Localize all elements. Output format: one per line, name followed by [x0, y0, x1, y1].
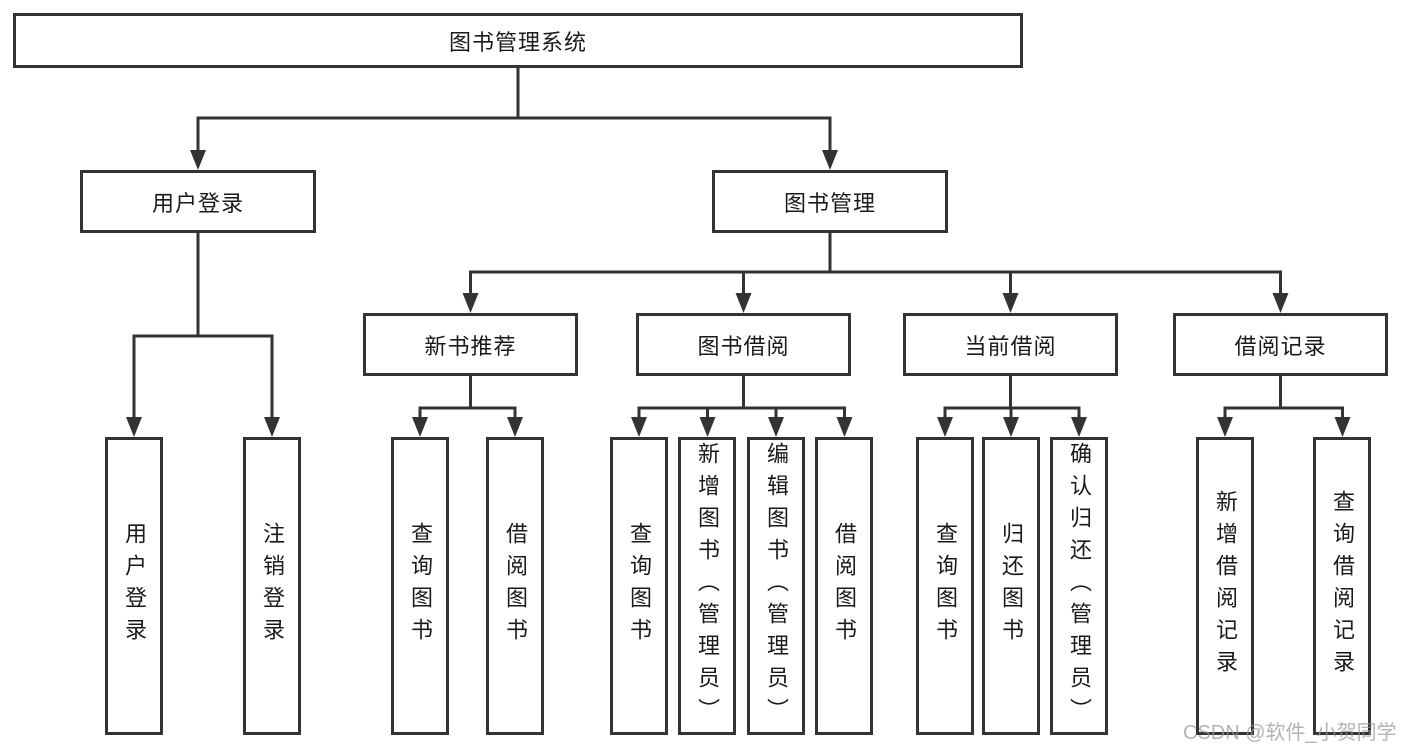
leaf-current-confirm-return-admin: 确认归还（管理员） — [1050, 437, 1108, 735]
leaf-records-add-record: 新增借阅记录 — [1196, 437, 1254, 735]
node-book-management: 图书管理 — [712, 170, 948, 233]
arrowheads — [126, 150, 1351, 437]
leaf-borrowing-edit-books-admin: 编辑图书（管理员） — [747, 437, 805, 735]
leaf-user-login: 用户登录 — [105, 437, 163, 735]
node-library-management-system: 图书管理系统 — [13, 13, 1023, 68]
leaf-newbook-borrow-books: 借阅图书 — [486, 437, 544, 735]
leaf-newbook-query-books: 查询图书 — [391, 437, 449, 735]
node-borrowing-records: 借阅记录 — [1173, 313, 1388, 376]
node-user-login: 用户登录 — [80, 170, 316, 233]
node-current-borrowing: 当前借阅 — [903, 313, 1118, 376]
leaf-records-query-record: 查询借阅记录 — [1313, 437, 1371, 735]
leaf-borrowing-add-books-admin: 新增图书（管理员） — [678, 437, 736, 735]
leaf-logout: 注销登录 — [243, 437, 301, 735]
node-book-borrowing: 图书借阅 — [636, 313, 851, 376]
leaf-current-query-books: 查询图书 — [916, 437, 974, 735]
leaf-borrowing-borrow-books: 借阅图书 — [815, 437, 873, 735]
leaf-current-return-books: 归还图书 — [982, 437, 1040, 735]
leaf-borrowing-query-books: 查询图书 — [610, 437, 668, 735]
node-new-book-recommend: 新书推荐 — [363, 313, 578, 376]
csdn-watermark: CSDN @软件_小贺同学 — [1183, 722, 1397, 744]
